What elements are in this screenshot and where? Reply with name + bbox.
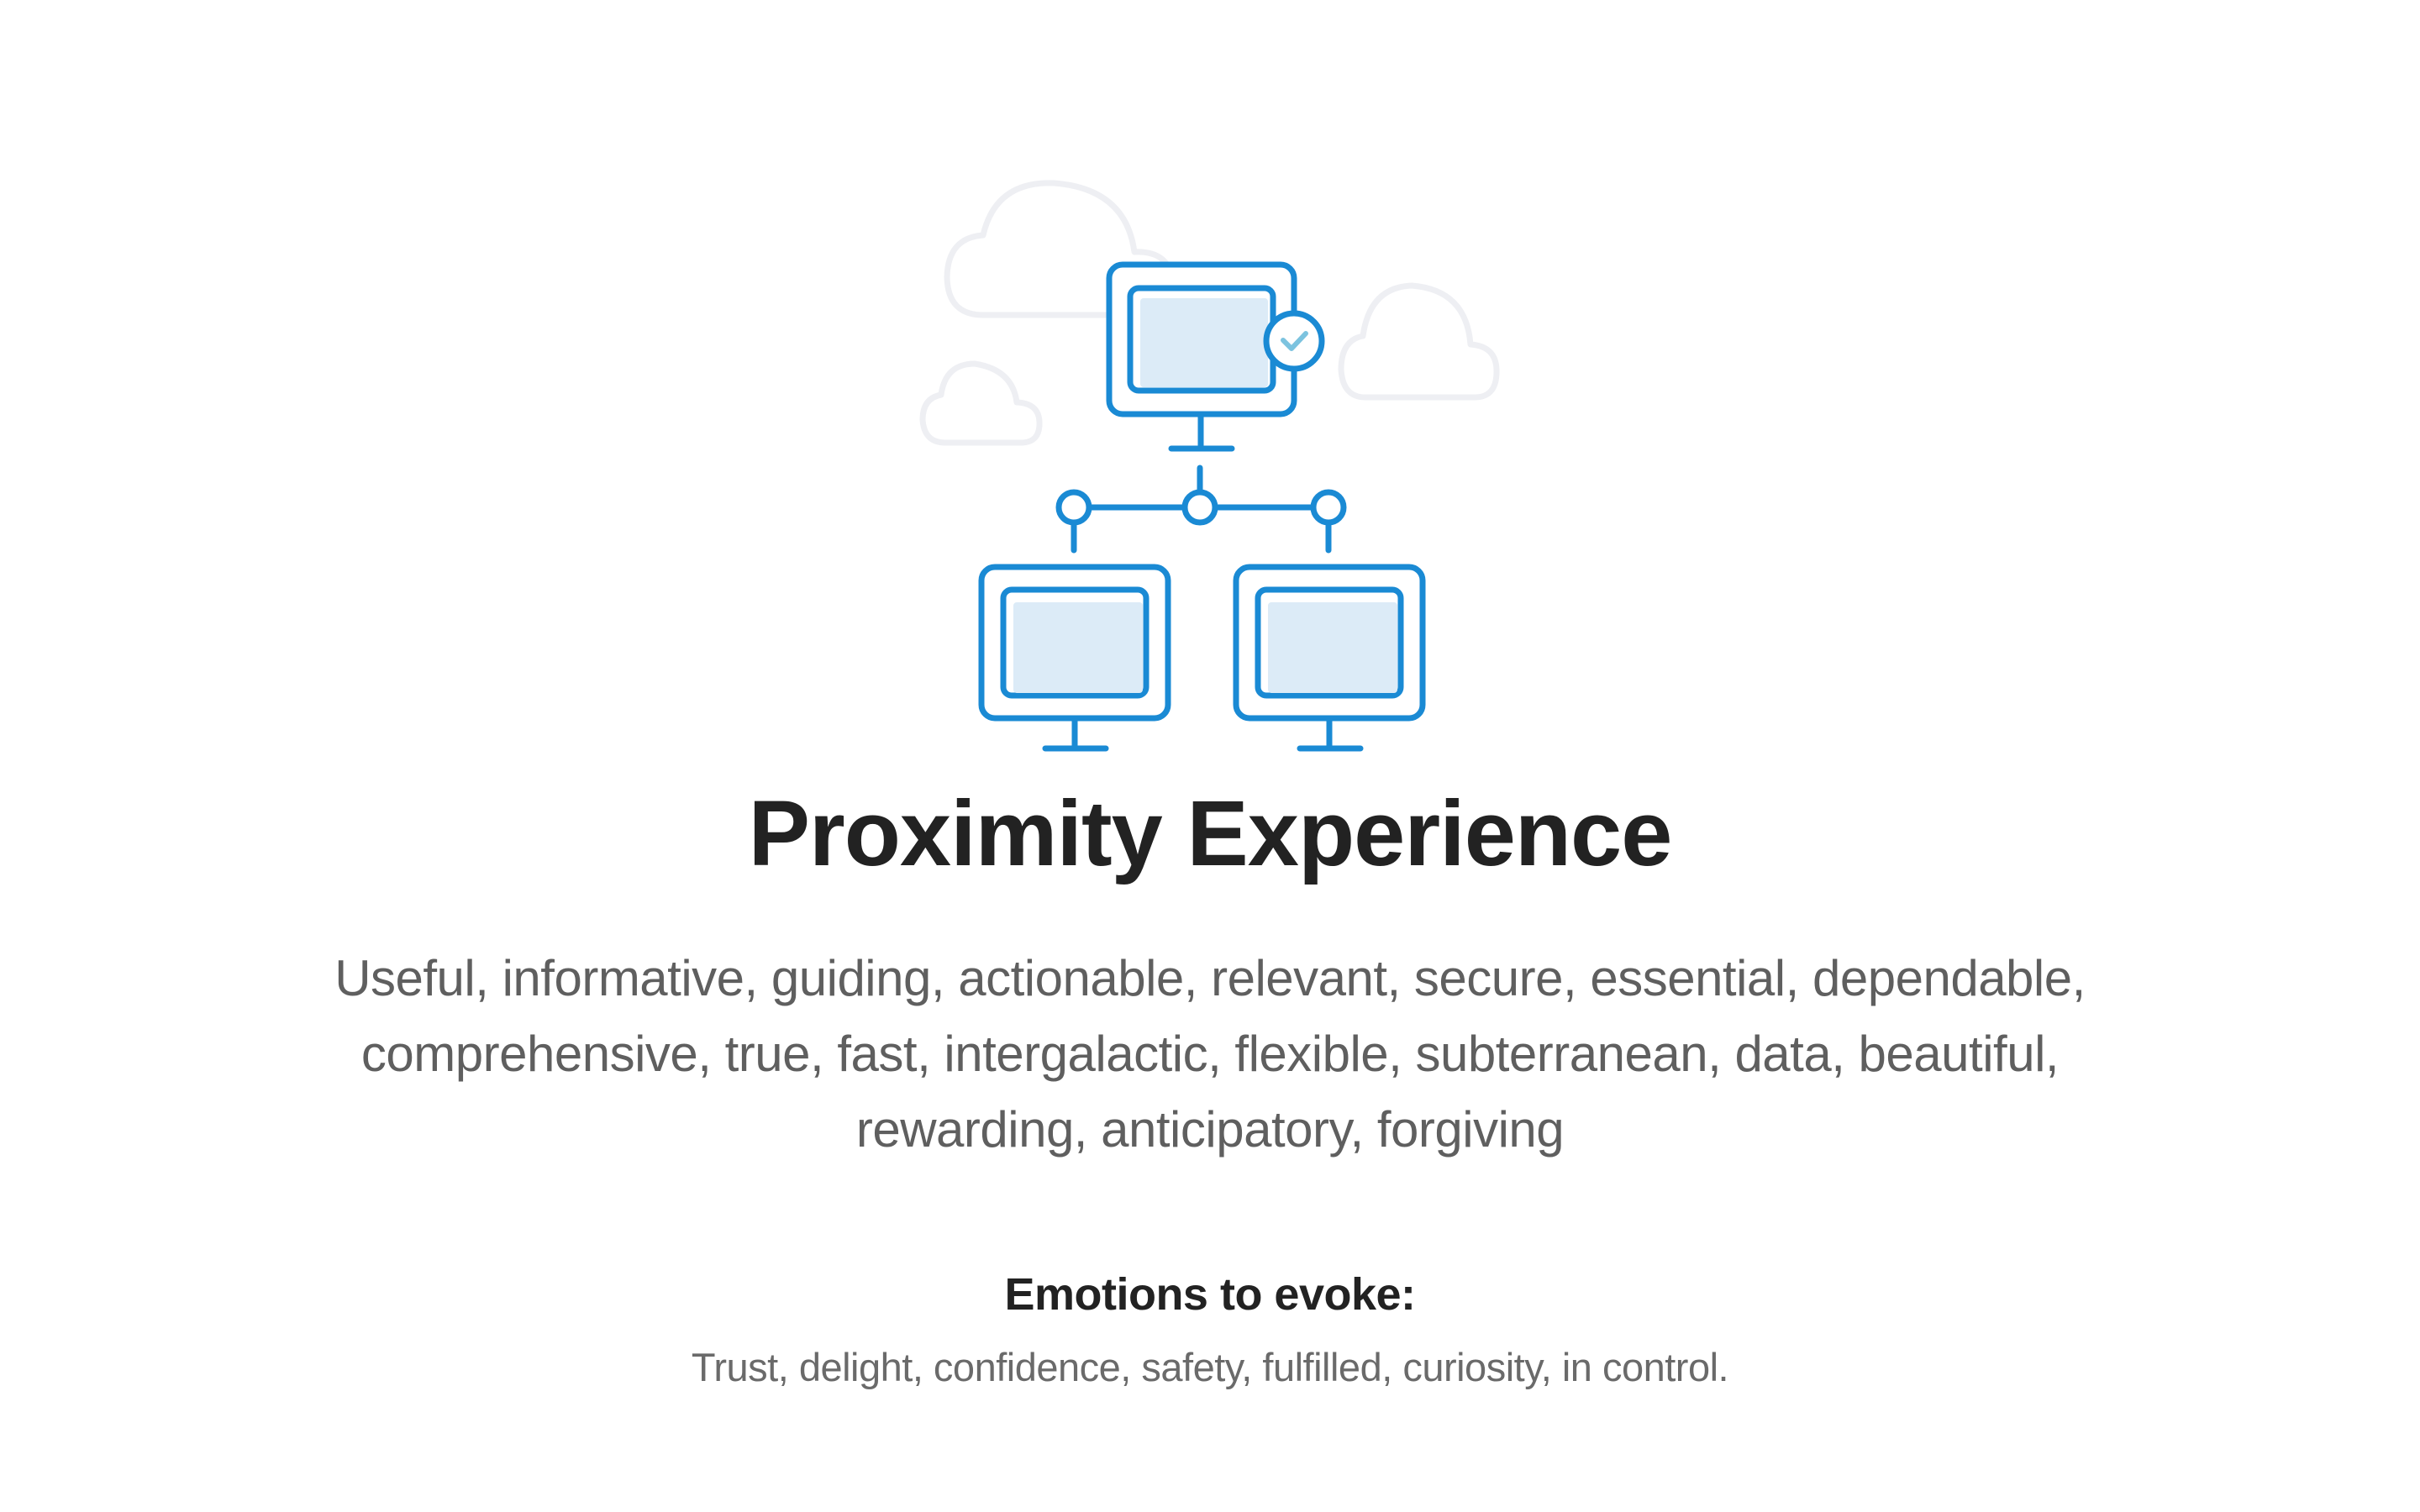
page-title: Proximity Experience [748,782,1673,885]
description-line: rewarding, anticipatory, forgiving [855,1101,1565,1158]
description-line: Useful, informative, guiding, actionable… [334,950,2086,1006]
cloud-icon [919,360,1043,446]
emotions-heading: Emotions to evoke: [1004,1269,1416,1320]
cloud-icon [1338,282,1500,401]
description-line: comprehensive, true, fast, intergalactic… [360,1026,2060,1082]
monitor-icon [978,261,1426,752]
description: Useful, informative, guiding, actionable… [328,941,2092,1168]
check-badge-icon [1263,310,1325,372]
emotions-list: Trust, delight, confidence, safety, fulf… [691,1345,1729,1389]
